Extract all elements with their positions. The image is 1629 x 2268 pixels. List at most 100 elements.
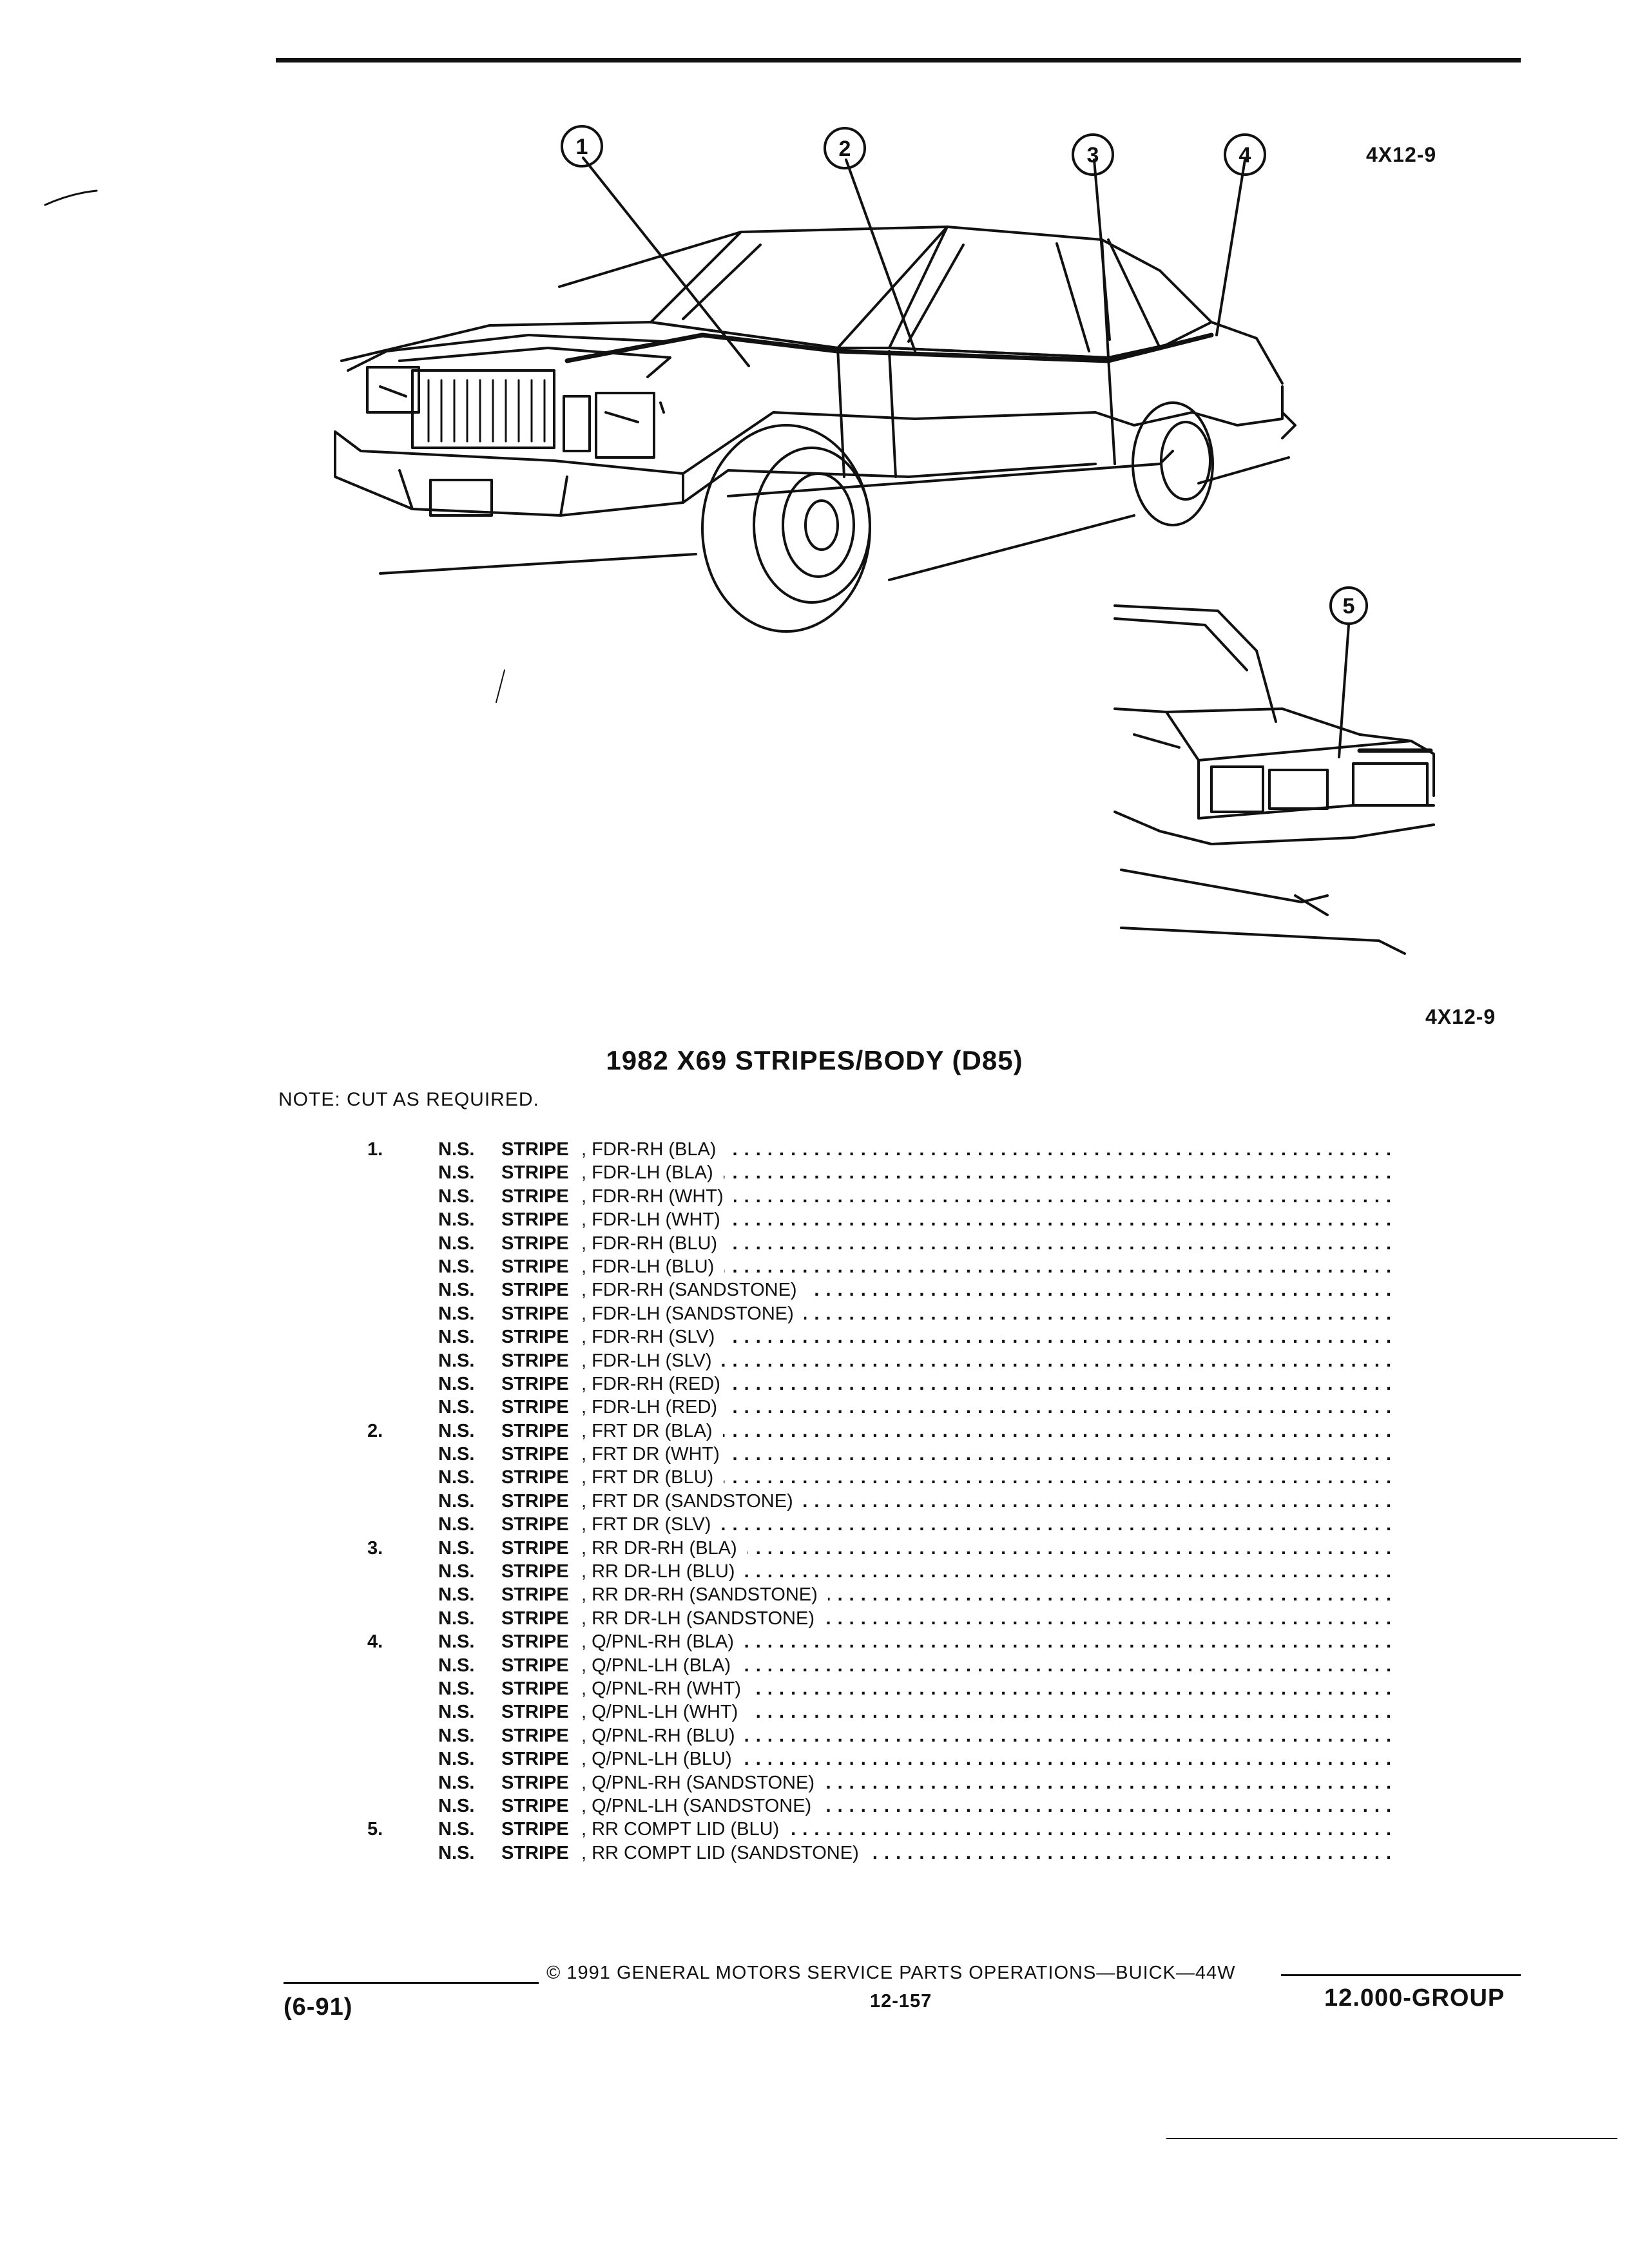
not-serviced-code: N.S.: [438, 1608, 475, 1629]
part-name: STRIPE: [501, 1842, 569, 1863]
dot-leader: [828, 1583, 1392, 1606]
not-serviced-code: N.S.: [438, 1842, 475, 1863]
item-number: 4.: [367, 1631, 383, 1653]
part-name: STRIPE: [501, 1397, 569, 1418]
part-row: N.S.STRIPE, Q/PNL-RH (SANDSTONE): [361, 1771, 1392, 1794]
callout-1-label: 1: [576, 135, 588, 159]
part-name: STRIPE: [501, 1444, 569, 1465]
dot-leader: [825, 1771, 1392, 1794]
part-row: N.S.STRIPE, FDR-RH (SANDSTONE): [361, 1278, 1392, 1302]
part-row: N.S.STRIPE, RR DR-LH (BLU): [361, 1560, 1392, 1583]
part-row: N.S.STRIPE, Q/PNL-LH (WHT): [361, 1700, 1392, 1724]
dot-leader: [742, 1747, 1392, 1771]
dot-leader: [731, 1208, 1392, 1231]
not-serviced-code: N.S.: [438, 1209, 475, 1231]
callout-2-label: 2: [839, 137, 851, 161]
drawing-code-top: 4X12-9: [1366, 143, 1437, 166]
item-number: 5.: [367, 1819, 383, 1840]
not-serviced-code: N.S.: [438, 1444, 475, 1465]
dot-leader: [789, 1818, 1392, 1841]
not-serviced-code: N.S.: [438, 1467, 475, 1488]
part-name: STRIPE: [501, 1350, 569, 1371]
footer-page-number: 12-157: [870, 1991, 932, 2012]
part-name: STRIPE: [501, 1490, 569, 1512]
dot-leader: [724, 1161, 1392, 1184]
bottom-scan-rule: [1166, 2138, 1617, 2139]
part-description: , RR COMPT LID (BLU): [581, 1819, 780, 1840]
part-row: N.S.STRIPE, FDR-RH (WHT): [361, 1185, 1392, 1208]
callout-3-circle: [1072, 133, 1114, 176]
dot-leader: [751, 1677, 1392, 1700]
part-name: STRIPE: [501, 1162, 569, 1184]
not-serviced-code: N.S.: [438, 1139, 475, 1160]
rear-inset-drawing: [1113, 604, 1435, 955]
part-description: , Q/PNL-LH (WHT): [581, 1702, 738, 1723]
callout-2-circle: [824, 127, 866, 169]
callout-4-label: 4: [1239, 143, 1251, 168]
part-name: STRIPE: [501, 1420, 569, 1441]
part-row: N.S.STRIPE, FDR-RH (SLV): [361, 1325, 1392, 1349]
part-description: , Q/PNL-RH (WHT): [581, 1678, 742, 1699]
part-row: N.S. STRIPE , FDR-LH (RED): [361, 1396, 1392, 1419]
footer-rule-right: [1281, 1974, 1521, 1976]
item-number: 1.: [367, 1139, 383, 1160]
not-serviced-code: N.S.: [438, 1162, 475, 1184]
part-name: STRIPE: [501, 1373, 569, 1394]
part-name: STRIPE: [501, 1467, 569, 1488]
part-row: N.S.STRIPE, RR DR-RH (SANDSTONE): [361, 1583, 1392, 1606]
not-serviced-code: N.S.: [438, 1490, 475, 1512]
part-name: STRIPE: [501, 1327, 569, 1348]
not-serviced-code: N.S.: [438, 1350, 475, 1371]
part-description: , FDR-LH (RED): [581, 1397, 718, 1418]
not-serviced-code: N.S.: [438, 1373, 475, 1394]
part-description: , RR DR-RH (SANDSTONE): [581, 1584, 818, 1606]
not-serviced-code: N.S.: [438, 1561, 475, 1582]
part-description: , FDR-RH (RED): [581, 1373, 720, 1394]
not-serviced-code: N.S.: [438, 1303, 475, 1324]
not-serviced-code: N.S.: [438, 1795, 475, 1816]
dot-leader: [726, 1138, 1392, 1161]
part-name: STRIPE: [501, 1303, 569, 1324]
part-name: STRIPE: [501, 1233, 569, 1254]
part-row: N.S. STRIPE , FRT DR (BLU): [361, 1466, 1392, 1489]
dot-leader: [822, 1794, 1392, 1818]
page-title: 1982 X69 STRIPES/BODY (D85): [606, 1045, 1023, 1075]
dot-leader: [728, 1396, 1392, 1419]
part-description: , RR DR-RH (BLA): [581, 1537, 737, 1559]
part-row: N.S.STRIPE, FDR-LH (BLU): [361, 1255, 1392, 1278]
part-description: , FDR-LH (SANDSTONE): [581, 1303, 794, 1324]
callout-3-label: 3: [1087, 143, 1099, 168]
dot-leader: [804, 1302, 1392, 1325]
part-row: N.S.STRIPE, RR COMPT LID (SANDSTONE): [361, 1841, 1392, 1865]
dot-leader: [747, 1537, 1392, 1560]
part-description: , FRT DR (BLU): [581, 1467, 714, 1488]
part-description: , FDR-LH (WHT): [581, 1209, 720, 1231]
footer-date: (6-91): [284, 1994, 353, 2021]
callout-leader-5: [1338, 624, 1350, 758]
part-row: N.S.STRIPE, FRT DR (SANDSTONE): [361, 1490, 1392, 1513]
dot-leader: [745, 1560, 1392, 1583]
part-description: , FDR-LH (BLA): [581, 1162, 713, 1184]
part-description: , Q/PNL-LH (BLU): [581, 1749, 732, 1770]
part-description: , FDR-RH (WHT): [581, 1186, 724, 1207]
dot-leader: [744, 1630, 1392, 1653]
footer-group: 12.000-GROUP: [1324, 1984, 1505, 2012]
part-description: , FRT DR (SLV): [581, 1514, 711, 1535]
part-row: N.S.STRIPE, FDR-LH (WHT): [361, 1208, 1392, 1231]
part-description: , RR DR-LH (BLU): [581, 1561, 735, 1582]
footer-copyright: © 1991 GENERAL MOTORS SERVICE PARTS OPER…: [546, 1963, 1236, 1983]
dot-leader: [804, 1490, 1392, 1513]
not-serviced-code: N.S.: [438, 1397, 475, 1418]
part-name: STRIPE: [501, 1280, 569, 1301]
item-number: 2.: [367, 1420, 383, 1441]
part-name: STRIPE: [501, 1514, 569, 1535]
part-name: STRIPE: [501, 1584, 569, 1606]
dot-leader: [724, 1466, 1392, 1489]
part-row: 1.N.S.STRIPE, FDR-RH (BLA): [361, 1138, 1392, 1161]
callout-leaders-main: [582, 157, 1246, 367]
not-serviced-code: N.S.: [438, 1327, 475, 1348]
part-row: N.S.STRIPE, Q/PNL-LH (SANDSTONE): [361, 1794, 1392, 1818]
item-number: 3.: [367, 1537, 383, 1559]
not-serviced-code: N.S.: [438, 1631, 475, 1653]
not-serviced-code: N.S.: [438, 1280, 475, 1301]
